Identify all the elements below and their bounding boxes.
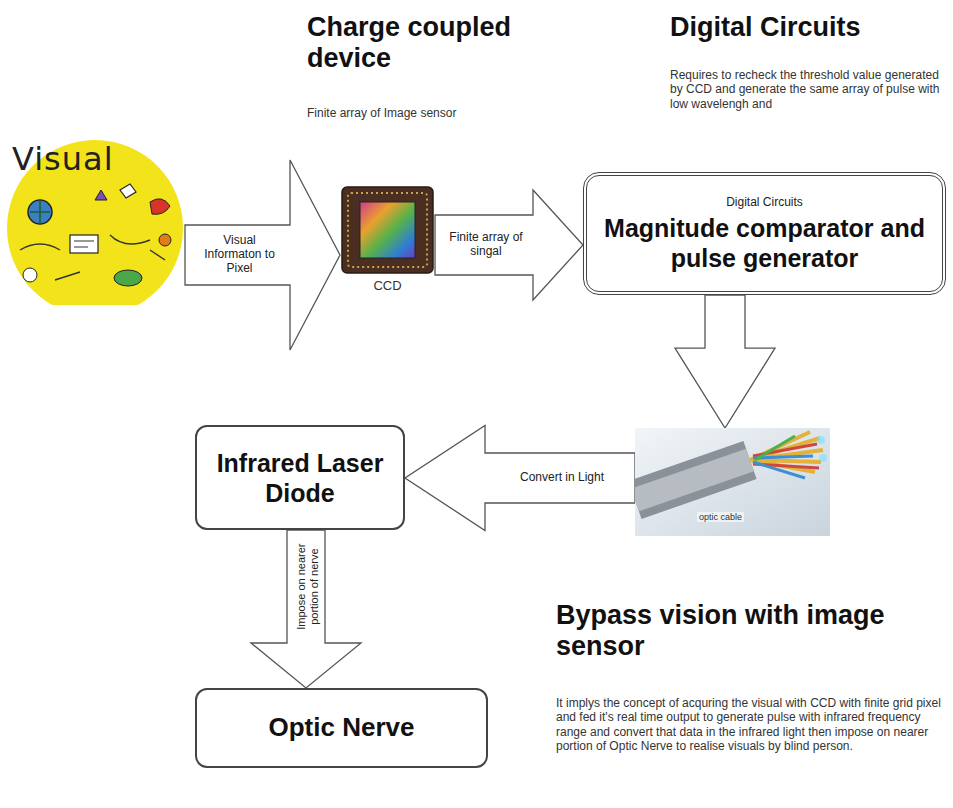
face-doodle bbox=[23, 268, 37, 282]
arrow-label: Impose on nearer portion of nerve bbox=[295, 535, 320, 639]
chip-body bbox=[342, 187, 433, 273]
process-box: Optic Nerve bbox=[195, 688, 488, 768]
globe-lines bbox=[30, 200, 50, 224]
cable-jacket bbox=[635, 460, 750, 500]
box-text: Infrared Laser Diode bbox=[209, 448, 391, 508]
fibers-blue bbox=[753, 456, 813, 478]
box-heading: Digital Circuits bbox=[726, 195, 803, 209]
box-text: Visual bbox=[12, 140, 114, 178]
block-arrow bbox=[185, 160, 340, 350]
cable-shine bbox=[635, 460, 750, 500]
process-box: Infrared Laser Diode bbox=[195, 425, 405, 530]
picture-ground bbox=[635, 428, 830, 536]
fibers-green bbox=[755, 436, 795, 460]
dot-doodle bbox=[159, 234, 171, 246]
light-glow bbox=[817, 436, 825, 444]
note-doodle bbox=[70, 235, 98, 253]
process-box: Digital CircuitsMagnitude comparator and… bbox=[583, 172, 946, 295]
box-text: optic cable bbox=[697, 512, 744, 522]
heading-label: Bypass vision with image sensor bbox=[556, 600, 896, 662]
heading-label: Charge coupled device bbox=[307, 12, 567, 74]
box-text: CCD bbox=[340, 278, 435, 293]
yellow-disc bbox=[7, 140, 183, 305]
note-text: Requires to recheck the threshold value … bbox=[670, 68, 945, 111]
note-lines bbox=[74, 241, 94, 247]
kite-doodle bbox=[120, 184, 136, 198]
block-arrow bbox=[675, 295, 775, 428]
bird-doodle bbox=[150, 199, 170, 215]
block-arrow bbox=[435, 190, 583, 300]
note-text: It implys the concept of acquring the vi… bbox=[556, 696, 946, 754]
triangle-doodle bbox=[95, 190, 107, 200]
light-glow bbox=[819, 454, 827, 462]
block-arrow bbox=[405, 426, 635, 531]
note-text: Finite array of Image sensor bbox=[307, 106, 557, 120]
chip-node: CCD bbox=[340, 185, 435, 297]
leaf-doodle bbox=[114, 270, 142, 286]
arrow-label: Visual Informaton to Pixel bbox=[198, 234, 282, 275]
arrow-label: Finite array of singal bbox=[445, 231, 527, 259]
chip-pins bbox=[348, 193, 427, 267]
image-node: Visual bbox=[0, 140, 185, 305]
image-node: optic cable bbox=[635, 428, 830, 536]
arrow-label: Convert in Light bbox=[510, 471, 614, 485]
doodle-lines bbox=[20, 235, 165, 280]
box-text: Magnitude comparator and pulse generator bbox=[599, 213, 930, 273]
ccd-chip-picture bbox=[340, 185, 435, 275]
box-text: Optic Nerve bbox=[269, 712, 415, 743]
globe-doodle bbox=[28, 200, 52, 224]
sensor-array bbox=[360, 202, 415, 258]
heading-label: Digital Circuits bbox=[670, 12, 940, 43]
block-arrow bbox=[251, 530, 361, 688]
